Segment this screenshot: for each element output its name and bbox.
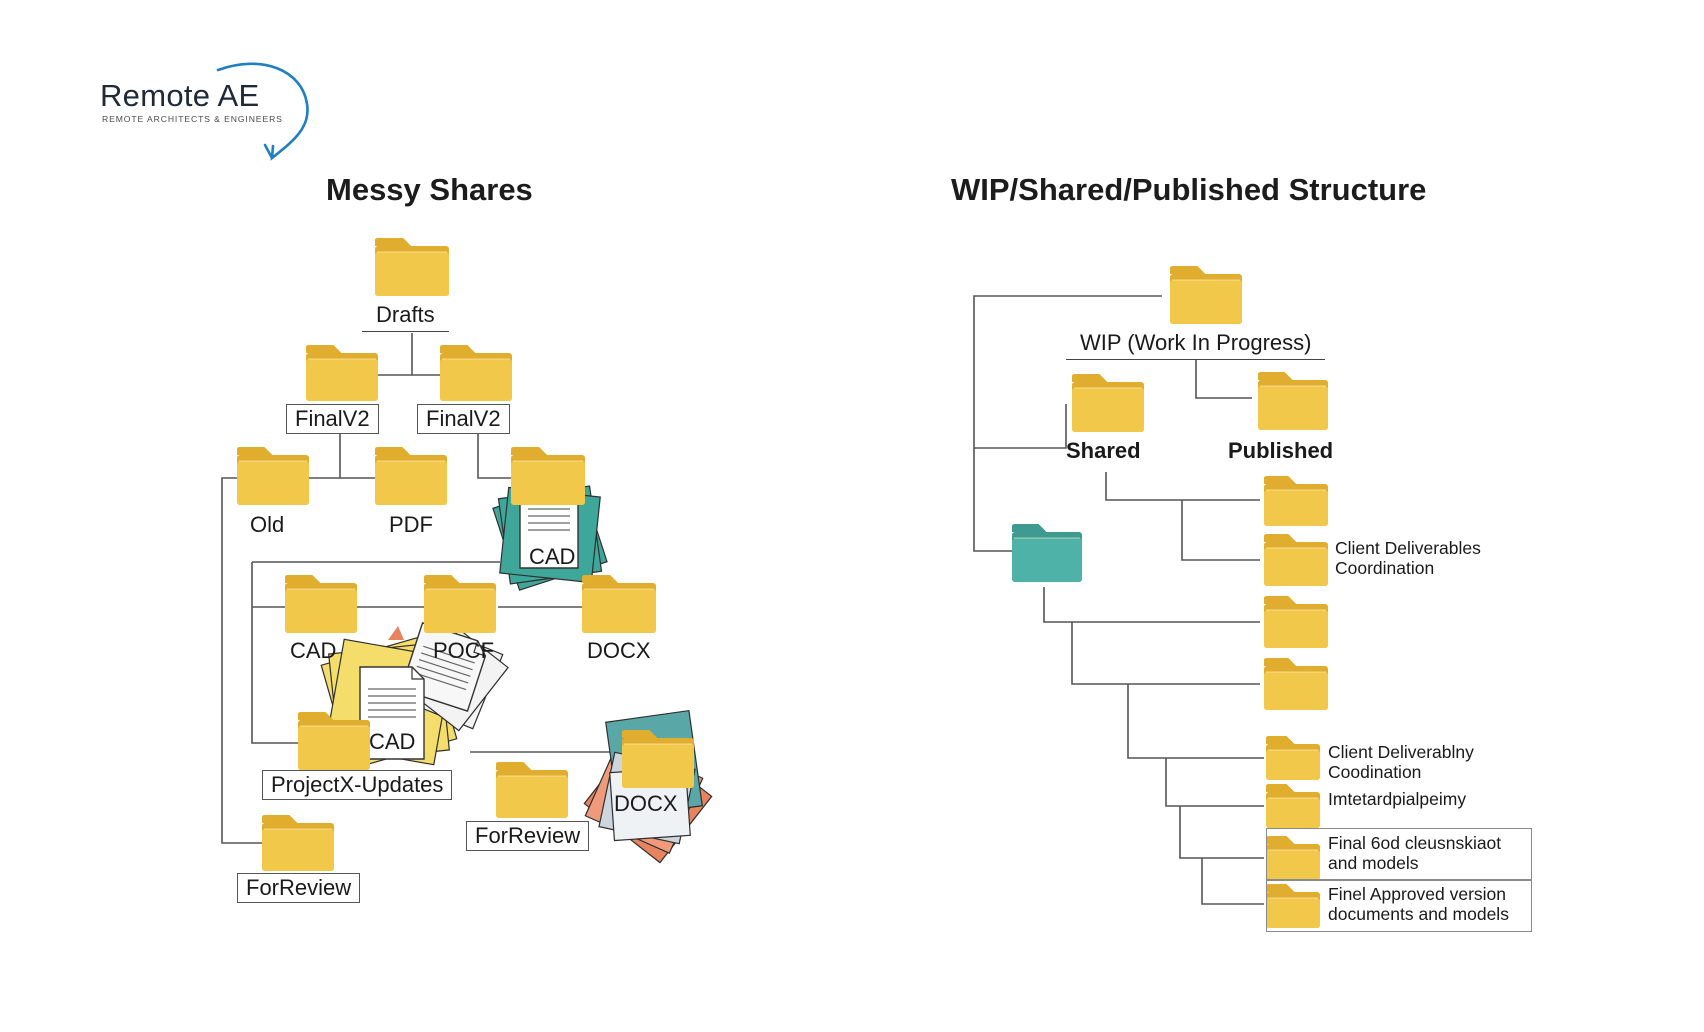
label-final-a: FinalV2 (286, 404, 379, 434)
label-cad-file-top: CAD (529, 544, 576, 569)
label-old: Old (250, 512, 285, 537)
folder-icon-forreview-mid (496, 762, 568, 818)
connector-inner-loop (251, 562, 302, 744)
label-cad: CAD (290, 638, 337, 663)
folder-icon-docx (582, 575, 656, 633)
folder-icon-r6 (1266, 784, 1320, 828)
connector-f7 (1179, 806, 1264, 859)
connector-f6 (1165, 758, 1264, 807)
folder-icon-pocf (424, 575, 496, 633)
desc-client-deliverably: Client Deliverablny Coodination (1328, 742, 1474, 782)
folder-icon-r2 (1264, 534, 1328, 586)
label-projectx: ProjectX-Updates (262, 770, 453, 800)
connector-root-teal (973, 448, 1012, 552)
folder-icon-drafts (375, 238, 449, 296)
folder-icon-final-a (306, 345, 378, 401)
folder-icons (237, 238, 656, 871)
folder-icon-shared (1072, 374, 1144, 432)
desc-box-final-b (1266, 880, 1532, 932)
folder-icon-r4 (1264, 658, 1328, 710)
label-pocf: POCF (433, 638, 495, 663)
folder-icon-wip (1170, 266, 1242, 324)
desc-final-models: Final 6od cleusnskiaot and models (1328, 833, 1502, 873)
folder-icon-r3 (1264, 596, 1328, 648)
folder-icon-final-b (440, 345, 512, 401)
folder-icon-docx-pile (622, 730, 694, 788)
docx-file-pile (583, 709, 713, 864)
folder-icon-pdf (375, 447, 447, 505)
connector-f5 (1127, 684, 1264, 759)
connector-f2 (1181, 500, 1260, 561)
label-shared: Shared (1066, 438, 1141, 463)
desc-final-approved: Finel Approved version documents and mod… (1328, 884, 1509, 924)
connector-teal-f3 (1043, 587, 1260, 623)
brand-tagline: REMOTE ARCHITECTS & ENGINEERS (102, 114, 283, 124)
folder-icon-r7 (1266, 836, 1320, 880)
folder-icon-cad (285, 575, 357, 633)
label-forreview-mid: ForReview (466, 821, 590, 851)
label-pdf: PDF (389, 512, 433, 537)
connector-final-b-cad-stack (477, 425, 512, 479)
label-drafts: Drafts (362, 302, 449, 332)
left-panel-title: Messy Shares (326, 172, 533, 207)
orange-corner (388, 626, 404, 640)
location-pin-icon (216, 62, 309, 161)
folder-icon-published (1258, 372, 1328, 430)
connector-shared-f1 (1105, 472, 1260, 501)
label-wip: WIP (Work In Progress) (1066, 330, 1326, 360)
folder-icon-cad-stack-back (511, 447, 585, 505)
right-folder-icons (1012, 266, 1328, 928)
label-published: Published (1228, 438, 1334, 463)
folder-icon-r1 (1264, 476, 1328, 526)
label-docx: DOCX (587, 638, 651, 663)
label-cad-file-pile: CAD (369, 729, 416, 754)
folder-icon-shared-teal (1012, 524, 1082, 582)
desc-intermediate: Imtetardpialpeimy (1328, 789, 1467, 809)
folder-icon-old (237, 447, 309, 505)
desc-box-final-a (1266, 828, 1532, 880)
folder-icon-forreview-bottom (262, 815, 334, 871)
connector-f8 (1201, 858, 1264, 905)
right-panel-title: WIP/Shared/Published Structure (951, 172, 1427, 207)
folder-icon-projectx (298, 712, 370, 770)
connector-f4 (1071, 622, 1260, 685)
document-icon-cad-pile (359, 666, 425, 760)
folder-icon-r5 (1266, 736, 1320, 780)
connector-wip-published (1195, 360, 1252, 399)
label-forreview-bottom: ForReview (237, 873, 361, 903)
desc-client-deliverables: Client Deliverables Coordination (1335, 538, 1481, 578)
label-final-b: FinalV2 (417, 404, 510, 434)
label-docx-file-pile: DOCX (614, 791, 678, 816)
folder-icon-r8 (1266, 884, 1320, 928)
brand-name: Remote AE (100, 78, 260, 113)
